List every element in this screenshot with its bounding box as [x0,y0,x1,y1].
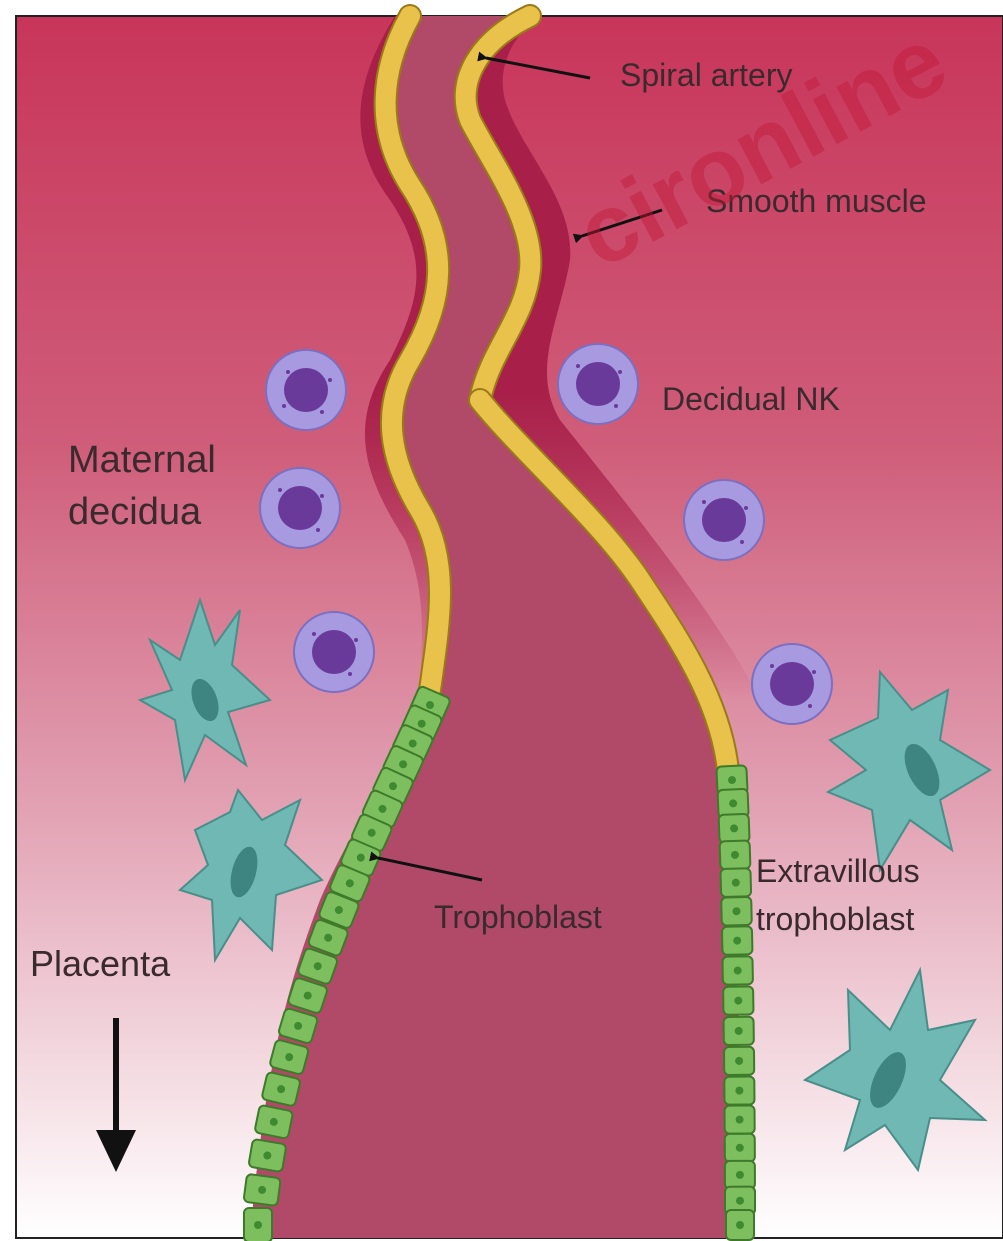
nk-cell [294,612,374,692]
trophoblast-cell [720,840,751,869]
label-decidual-nk: Decidual NK [662,381,840,417]
trophoblast-cell [254,1105,293,1139]
nk-cell [260,468,340,548]
label-trophoblast: Trophoblast [434,899,602,935]
nk-cell [558,344,638,424]
nk-cell [752,644,832,724]
trophoblast-cell [722,956,752,985]
trophoblast-cell [725,1161,755,1189]
trophoblast-cell [723,986,753,1014]
trophoblast-cell [724,1047,754,1075]
trophoblast-cell [724,1076,754,1104]
trophoblast-cell [724,1017,754,1045]
trophoblast-cell [244,1208,272,1241]
trophoblast-cell [722,926,753,955]
trophoblast-cell [726,1210,754,1240]
trophoblast-cell [243,1174,280,1206]
trophoblast-cell [725,1105,755,1133]
nk-cell [266,350,346,430]
trophoblast-cell [725,1134,755,1162]
label-maternal: Maternal [68,439,216,481]
trophoblast-cell [248,1139,286,1172]
label-extravillous: Extravillous [756,853,920,889]
trophoblast-cell [719,814,750,843]
label-placenta: Placenta [30,943,171,984]
trophoblast-cell [720,868,751,897]
label-decidua: decidua [68,491,202,533]
nk-cell [684,480,764,560]
label-extravillous-trophoblast: trophoblast [756,901,914,937]
trophoblast-cell [721,897,752,926]
